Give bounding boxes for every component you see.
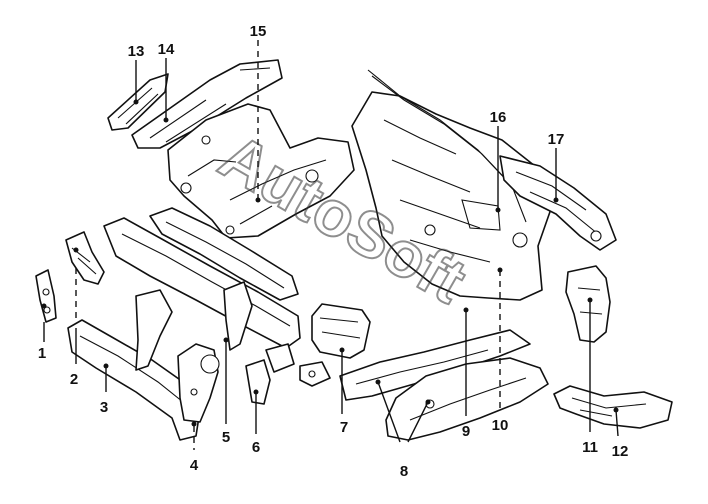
callout-1: 1 [38,345,46,362]
part-1 [35,269,57,323]
callout-3: 3 [100,399,108,416]
callout-labels: 1 2 3 4 5 6 7 8 9 10 11 12 13 14 15 16 1… [38,23,629,480]
part-7 [311,303,371,359]
callout-10: 10 [492,417,509,434]
callout-17: 17 [548,131,565,148]
callout-12: 12 [612,443,629,460]
part-5-assembly [103,207,301,371]
part-14 [131,59,283,149]
part-11 [565,265,611,343]
callout-6: 6 [252,439,260,456]
callout-5: 5 [222,429,230,446]
callout-13: 13 [128,43,145,60]
part-12 [553,385,673,429]
callout-14: 14 [158,41,175,58]
part-4 [177,343,220,423]
callout-9: 9 [462,423,470,440]
part-17 [499,155,617,251]
part-6 [245,343,331,405]
part-2 [65,231,105,285]
part-8 [339,329,549,441]
callout-15: 15 [250,23,267,40]
leader-lines [43,40,619,450]
part-15 [167,103,355,239]
callout-7: 7 [340,419,348,436]
callout-2: 2 [70,371,78,388]
callout-11: 11 [582,439,598,456]
part-16 [351,69,553,301]
callout-8: 8 [400,463,408,480]
callout-dots [41,99,619,427]
callout-4: 4 [190,457,199,474]
callout-16: 16 [490,109,507,126]
